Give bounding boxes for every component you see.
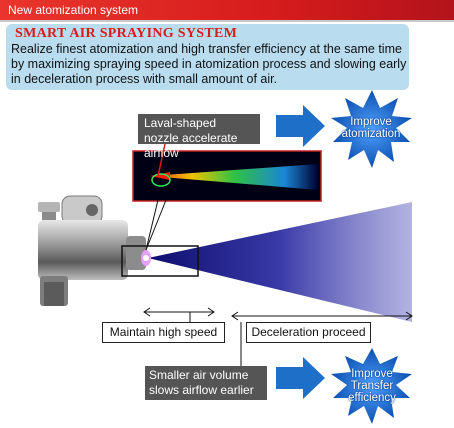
transfer-burst-icon (331, 348, 412, 424)
deceleration-range-arrow (231, 311, 413, 321)
header-title: New atomization system (8, 3, 139, 17)
header-banner: New atomization system (0, 0, 454, 20)
nozzle-callout: Laval-shaped nozzle accelerate airflow (138, 114, 260, 160)
spray-gun-image (38, 195, 151, 306)
arrow-to-transfer-icon (276, 357, 325, 399)
transfer-result-label: Improve Transfer efficiency (348, 368, 396, 404)
header-divider (0, 20, 454, 22)
deceleration-label: Deceleration proceed (246, 322, 371, 343)
maintain-range-arrow (143, 307, 215, 322)
flow-simulation-image (132, 150, 322, 202)
atomization-result-label: Improve atomization (341, 116, 401, 140)
air-volume-callout: Smaller air volume slows airflow earlier (145, 366, 267, 400)
atomization-burst-icon (331, 90, 412, 168)
nozzle-leader-line (157, 143, 166, 177)
system-title: SMART AIR SPRAYING SYSTEM (15, 26, 238, 41)
nozzle-highlight-box (121, 245, 199, 277)
maintain-speed-label: Maintain high speed (102, 322, 225, 343)
system-description: Realize finest atomization and high tran… (11, 42, 407, 86)
system-description-box (6, 24, 409, 90)
arrow-to-atomization-icon (276, 105, 325, 147)
spray-cone (148, 202, 412, 322)
